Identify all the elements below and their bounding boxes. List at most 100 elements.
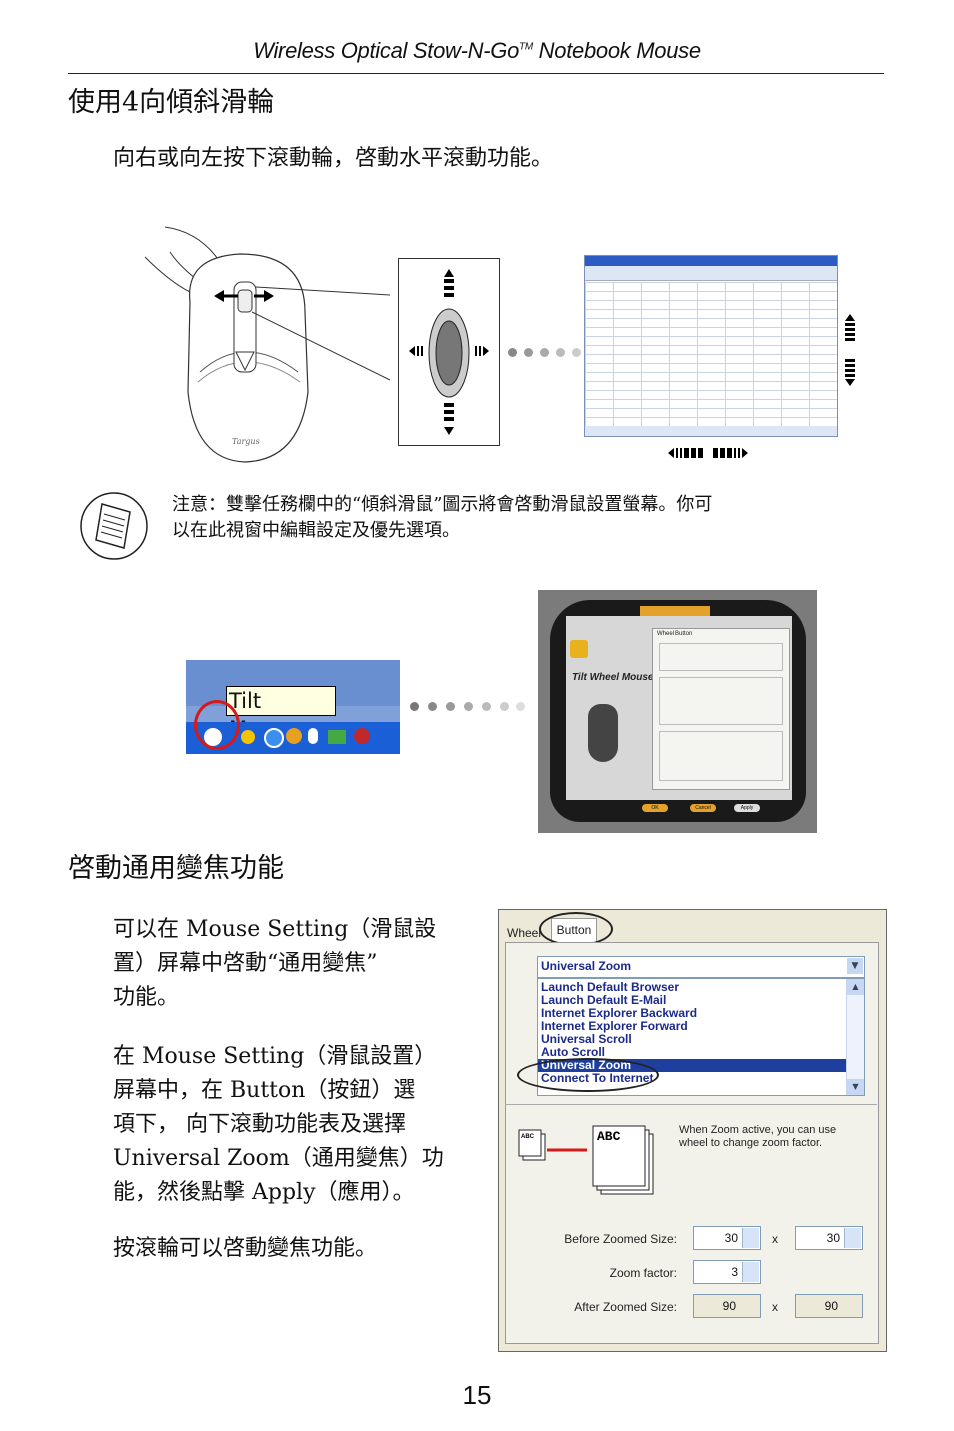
connector-dot — [410, 702, 419, 711]
running-header: Wireless Optical Stow-N-GoTM Notebook Mo… — [0, 38, 954, 64]
tilt-mouse-tooltip: Tilt Mouse — [226, 686, 336, 741]
before-height-spinner[interactable]: 30 — [795, 1226, 863, 1250]
before-width-value: 30 — [724, 1231, 738, 1245]
wheel-detail-box — [398, 258, 500, 446]
after-height-value: 90 — [824, 1299, 838, 1313]
spinner-arrows-icon[interactable] — [742, 1262, 759, 1282]
connector-dot — [428, 702, 437, 711]
connector-dot — [516, 702, 525, 711]
spinner-arrows-icon[interactable] — [742, 1228, 759, 1248]
zoom-paragraph-3: 按滾輪可以啓動變焦功能。 — [113, 1236, 378, 1261]
wheel-arrows-diagram — [409, 269, 489, 435]
spreadsheet-grid — [585, 282, 837, 426]
zoom-paragraph-2: 在 Mouse Setting（滑鼠設置） 屏幕中，在 Button（按鈕）選 … — [113, 1040, 444, 1210]
times-sign: x — [772, 1232, 778, 1246]
app-group-1 — [659, 643, 783, 671]
text-line: 項下， 向下滾動功能表及選擇 — [113, 1112, 406, 1137]
connector-dot — [446, 702, 455, 711]
app-group-3 — [659, 731, 783, 781]
list-item[interactable]: Universal Scroll — [541, 1032, 632, 1046]
section-heading-tilt: 使用4向傾斜滑輪 — [68, 87, 275, 118]
connector-dot — [556, 348, 565, 357]
app-cancel-button[interactable]: Cancel — [690, 804, 716, 812]
list-item[interactable]: Launch Default Browser — [541, 980, 680, 994]
chevron-down-icon[interactable]: ▼ — [847, 958, 863, 974]
connector-dot — [540, 348, 549, 357]
note-icon — [80, 492, 148, 560]
connector-dot — [464, 702, 473, 711]
volume-tray-icon[interactable] — [354, 728, 370, 744]
trademark: TM — [519, 41, 533, 53]
after-width-field: 90 — [693, 1294, 761, 1318]
abc-small-text: ABC — [521, 1134, 535, 1140]
tab-wheel[interactable]: Wheel — [507, 926, 542, 940]
vertical-scroll-arrows — [845, 314, 855, 386]
app-tab-wheel[interactable]: Wheel — [657, 631, 675, 637]
header-title: Wireless Optical Stow-N-Go — [253, 38, 520, 63]
spreadsheet-screenshot — [584, 255, 838, 437]
highlight-circle — [194, 700, 240, 750]
app-tab-button[interactable]: Button — [675, 631, 693, 637]
connector-dot — [508, 348, 517, 357]
header-rule — [68, 73, 884, 74]
text-line: 可以在 Mouse Setting（滑鼠設 — [113, 917, 437, 942]
text-line: 屏幕中，在 Button（按鈕）選 — [113, 1078, 416, 1103]
connector-dot — [482, 702, 491, 711]
after-size-label: After Zoomed Size: — [574, 1300, 677, 1314]
shield-tray-icon[interactable] — [286, 728, 302, 744]
list-item[interactable]: Internet Explorer Forward — [541, 1019, 688, 1033]
text-line: 功能。 — [113, 985, 180, 1010]
connector-dot — [572, 348, 581, 357]
scroll-up-icon[interactable]: ▲ — [847, 979, 864, 995]
zoom-factor-value: 3 — [731, 1265, 738, 1279]
action-combo[interactable]: Universal Zoom ▼ — [537, 956, 865, 978]
before-height-value: 30 — [826, 1231, 840, 1245]
after-height-field: 90 — [795, 1294, 863, 1318]
app-mouse-image — [588, 704, 618, 762]
app-title-bar — [640, 606, 710, 616]
app-logo-icon — [570, 640, 588, 658]
app-ok-button[interactable]: OK — [642, 804, 668, 812]
spreadsheet-titlebar — [585, 256, 837, 266]
page-number: 15 — [462, 1380, 492, 1410]
zoom-abc-illustration: ABC ABC — [518, 1125, 654, 1195]
header-title-tail: Notebook Mouse — [532, 38, 701, 63]
app-title: Tilt Wheel Mouse — [572, 672, 654, 683]
app-settings-panel: Wheel Button — [652, 628, 790, 790]
times-sign: x — [772, 1300, 778, 1314]
list-item[interactable]: Launch Default E-Mail — [541, 993, 667, 1007]
list-item[interactable]: Auto Scroll — [541, 1045, 606, 1059]
connector-dot — [500, 702, 509, 711]
selection-highlight-circle — [517, 1058, 659, 1092]
horizontal-scroll-arrows — [668, 448, 748, 458]
list-item[interactable]: Internet Explorer Backward — [541, 1006, 698, 1020]
section-text-tilt: 向右或向左按下滾動輪，啓動水平滾動功能。 — [113, 146, 554, 171]
after-width-value: 90 — [722, 1299, 736, 1313]
app-apply-button[interactable]: Apply — [734, 804, 760, 812]
tab-highlight-circle — [539, 912, 613, 946]
list-scrollbar[interactable]: ▲ ▼ — [846, 979, 864, 1095]
text-line: 在 Mouse Setting（滑鼠設置） — [113, 1044, 437, 1069]
spinner-arrows-icon[interactable] — [844, 1228, 861, 1248]
warning-tray-icon[interactable] — [241, 730, 255, 744]
zoom-paragraph-1: 可以在 Mouse Setting（滑鼠設 置）屏幕中啓動“通用變焦” 功能。 — [113, 913, 436, 1015]
zoom-factor-spinner[interactable]: 3 — [693, 1260, 761, 1284]
text-line: 能，然後點擊 Apply（應用）。 — [113, 1180, 415, 1205]
app-group-2 — [659, 677, 783, 725]
text-line: 置）屏幕中啓動“通用變焦” — [113, 951, 378, 976]
bluetooth-tray-icon[interactable] — [308, 728, 318, 744]
network-tray-icon[interactable] — [264, 728, 284, 748]
scroll-down-icon[interactable]: ▼ — [847, 1079, 864, 1095]
note-line-2: 以在此視窗中編輯設定及優先選項。 — [172, 520, 460, 541]
text-line: Universal Zoom（通用變焦）功 — [113, 1146, 444, 1171]
spreadsheet-toolbar — [585, 266, 837, 281]
zoom-factor-label: Zoom factor: — [609, 1266, 677, 1280]
abc-large-text: ABC — [597, 1129, 621, 1144]
mouse-setting-dialog: Wheel Button Universal Zoom ▼ Launch Def… — [498, 909, 887, 1352]
mouse-illustration: Targus — [144, 226, 391, 463]
connection-tray-icon[interactable] — [328, 730, 346, 744]
connector-dot — [524, 348, 533, 357]
spreadsheet-statusbar — [585, 426, 837, 436]
before-width-spinner[interactable]: 30 — [693, 1226, 761, 1250]
combo-value: Universal Zoom — [541, 959, 632, 973]
